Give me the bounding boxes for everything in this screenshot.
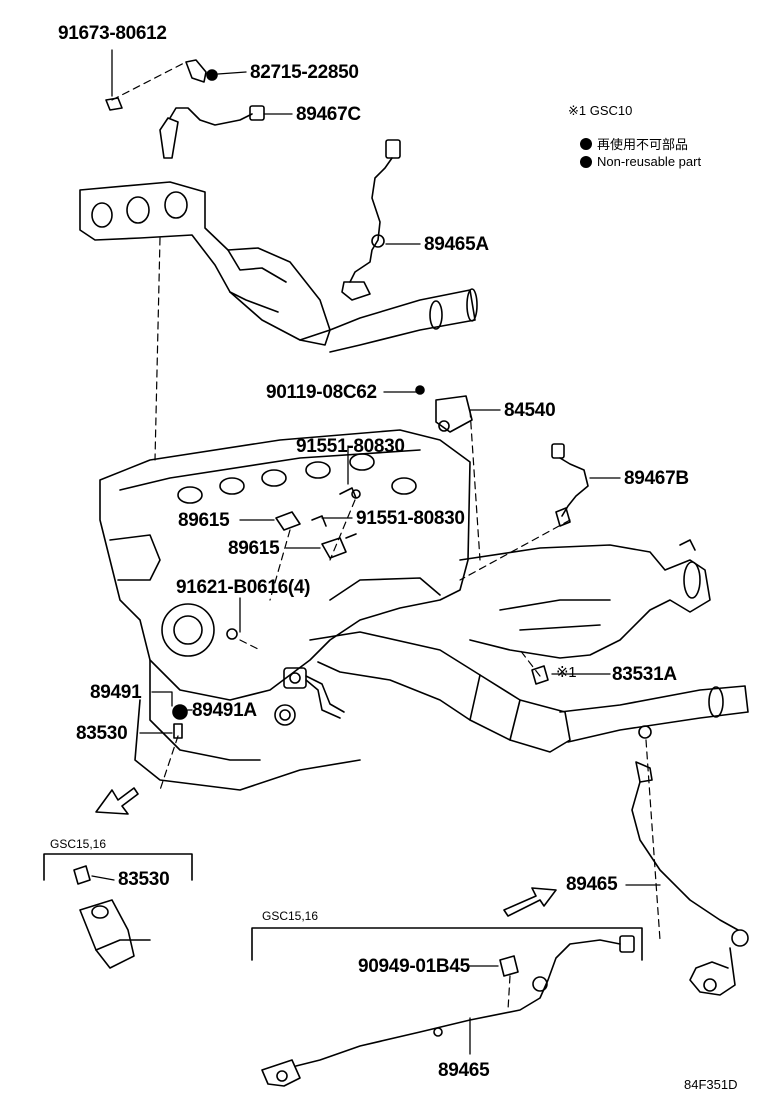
figure-code: 84F351D — [684, 1077, 738, 1092]
non-reusable-dot-icon — [580, 137, 592, 150]
legend-jp-text: 再使用不可部品 — [597, 137, 689, 152]
part-label-89491: 89491 — [90, 682, 142, 703]
part-label-82715: 82715-22850 — [250, 62, 359, 83]
sensor-83531a — [531, 665, 549, 685]
wiring-harness-89491 — [172, 667, 345, 739]
sensor-83530-gsc — [73, 865, 151, 969]
exhaust-manifold — [79, 181, 478, 353]
part-label-83531a: 83531A — [612, 664, 677, 685]
part-label-90949: 90949-01B45 — [358, 956, 470, 977]
part-label-89465-bottom: 89465 — [438, 1060, 490, 1081]
leader-lines — [91, 49, 661, 1055]
sensor-84540 — [415, 385, 473, 433]
pointer-arrow-bottom — [503, 887, 557, 917]
oxygen-sensor-89465-bottom — [261, 935, 635, 1087]
non-reusable-dot-icon — [580, 155, 592, 168]
gsc-label-left: GSC15,16 — [50, 837, 107, 851]
part-label-83530-gsc: 83530 — [118, 869, 170, 890]
gsc-left-bracket — [43, 853, 193, 881]
part-label-89467c: 89467C — [296, 104, 361, 125]
part-label-89615-a: 89615 — [178, 510, 230, 531]
legend-non-reusable-jp: 再使用不可部品 — [580, 134, 688, 153]
legend-en-text: Non-reusable part — [597, 154, 702, 169]
gsc-label-bottom: GSC15,16 — [262, 909, 319, 923]
part-label-91551-a: 91551-80830 — [296, 436, 405, 457]
part-label-89465-right: 89465 — [566, 874, 618, 895]
transmission — [459, 539, 711, 659]
part-label-90119: 90119-08C62 — [266, 382, 377, 403]
part-label-89491a: 89491A — [192, 700, 257, 721]
exhaust-pipe-lower — [309, 631, 749, 753]
engine-block — [99, 429, 471, 791]
part-label-84540: 84540 — [504, 400, 556, 421]
oxygen-sensor-89467b — [551, 443, 589, 527]
pointer-arrow-left — [95, 787, 139, 815]
legend-gsc10-text: ※1 GSC10 — [568, 103, 633, 118]
legend-non-reusable-en: Non-reusable part — [580, 154, 701, 169]
oxygen-sensor-89465a — [341, 139, 401, 301]
part-label-89615-b: 89615 — [228, 538, 280, 559]
part-label-89467b: 89467B — [624, 468, 689, 489]
part-label-91551-b: 91551-80830 — [356, 508, 465, 529]
part-label-91621: 91621-B0616(4) — [176, 577, 311, 598]
part-label-83531a-mark: ※1 — [556, 664, 577, 681]
legend-gsc10: ※1 GSC10 — [568, 103, 632, 119]
part-label-91673: 91673-80612 — [58, 23, 167, 44]
oxygen-sensor-89467c — [159, 59, 265, 159]
oxygen-sensor-89465-right — [631, 725, 749, 996]
part-label-83530: 83530 — [76, 723, 128, 744]
part-label-89465a: 89465A — [424, 234, 489, 255]
dashed-guides — [111, 61, 661, 1011]
knock-sensors-89615 — [275, 487, 357, 559]
gsc-bottom-bracket — [251, 927, 643, 961]
bolts — [105, 97, 361, 640]
